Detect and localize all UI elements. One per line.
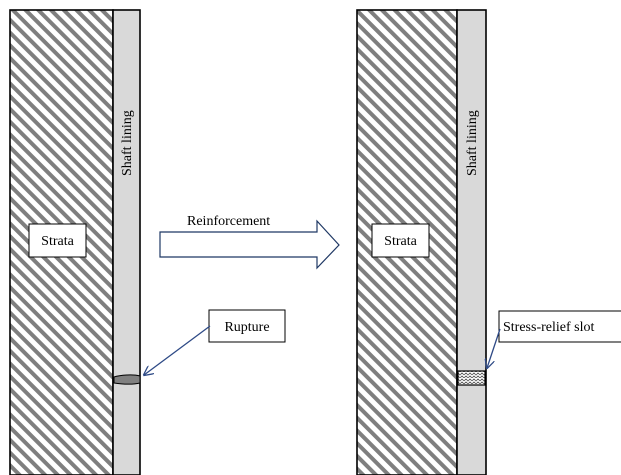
right-shaft-lining: [456, 9, 487, 475]
right-shaft-panel: Shaft lining Strata Stress-relief slot: [356, 9, 621, 475]
rupture-callout-arrow: [144, 325, 211, 375]
left-shaft-panel: Shaft lining Strata Rupture: [9, 9, 286, 475]
stress-relief-slot: [457, 370, 486, 386]
rupture-label: Rupture: [224, 320, 269, 335]
stress-relief-label-box: [498, 310, 621, 343]
left-strata-label: Strata: [41, 234, 74, 249]
rupture-mark: [113, 374, 141, 385]
right-strata-label: Strata: [384, 234, 417, 249]
stress-relief-label: Stress-relief slot: [503, 320, 594, 335]
reinforcement-arrow: [159, 219, 340, 270]
right-lining-label: Shaft lining: [465, 110, 480, 176]
left-lining-label: Shaft lining: [120, 110, 135, 176]
reinforcement-label: Reinforcement: [187, 214, 270, 229]
stress-relief-callout-arrow: [487, 328, 501, 368]
reinforcement-transition: Reinforcement: [159, 214, 340, 270]
left-strata-label-box: [28, 223, 87, 258]
right-strata-label-box: [371, 223, 430, 258]
left-shaft-lining: [112, 9, 141, 475]
